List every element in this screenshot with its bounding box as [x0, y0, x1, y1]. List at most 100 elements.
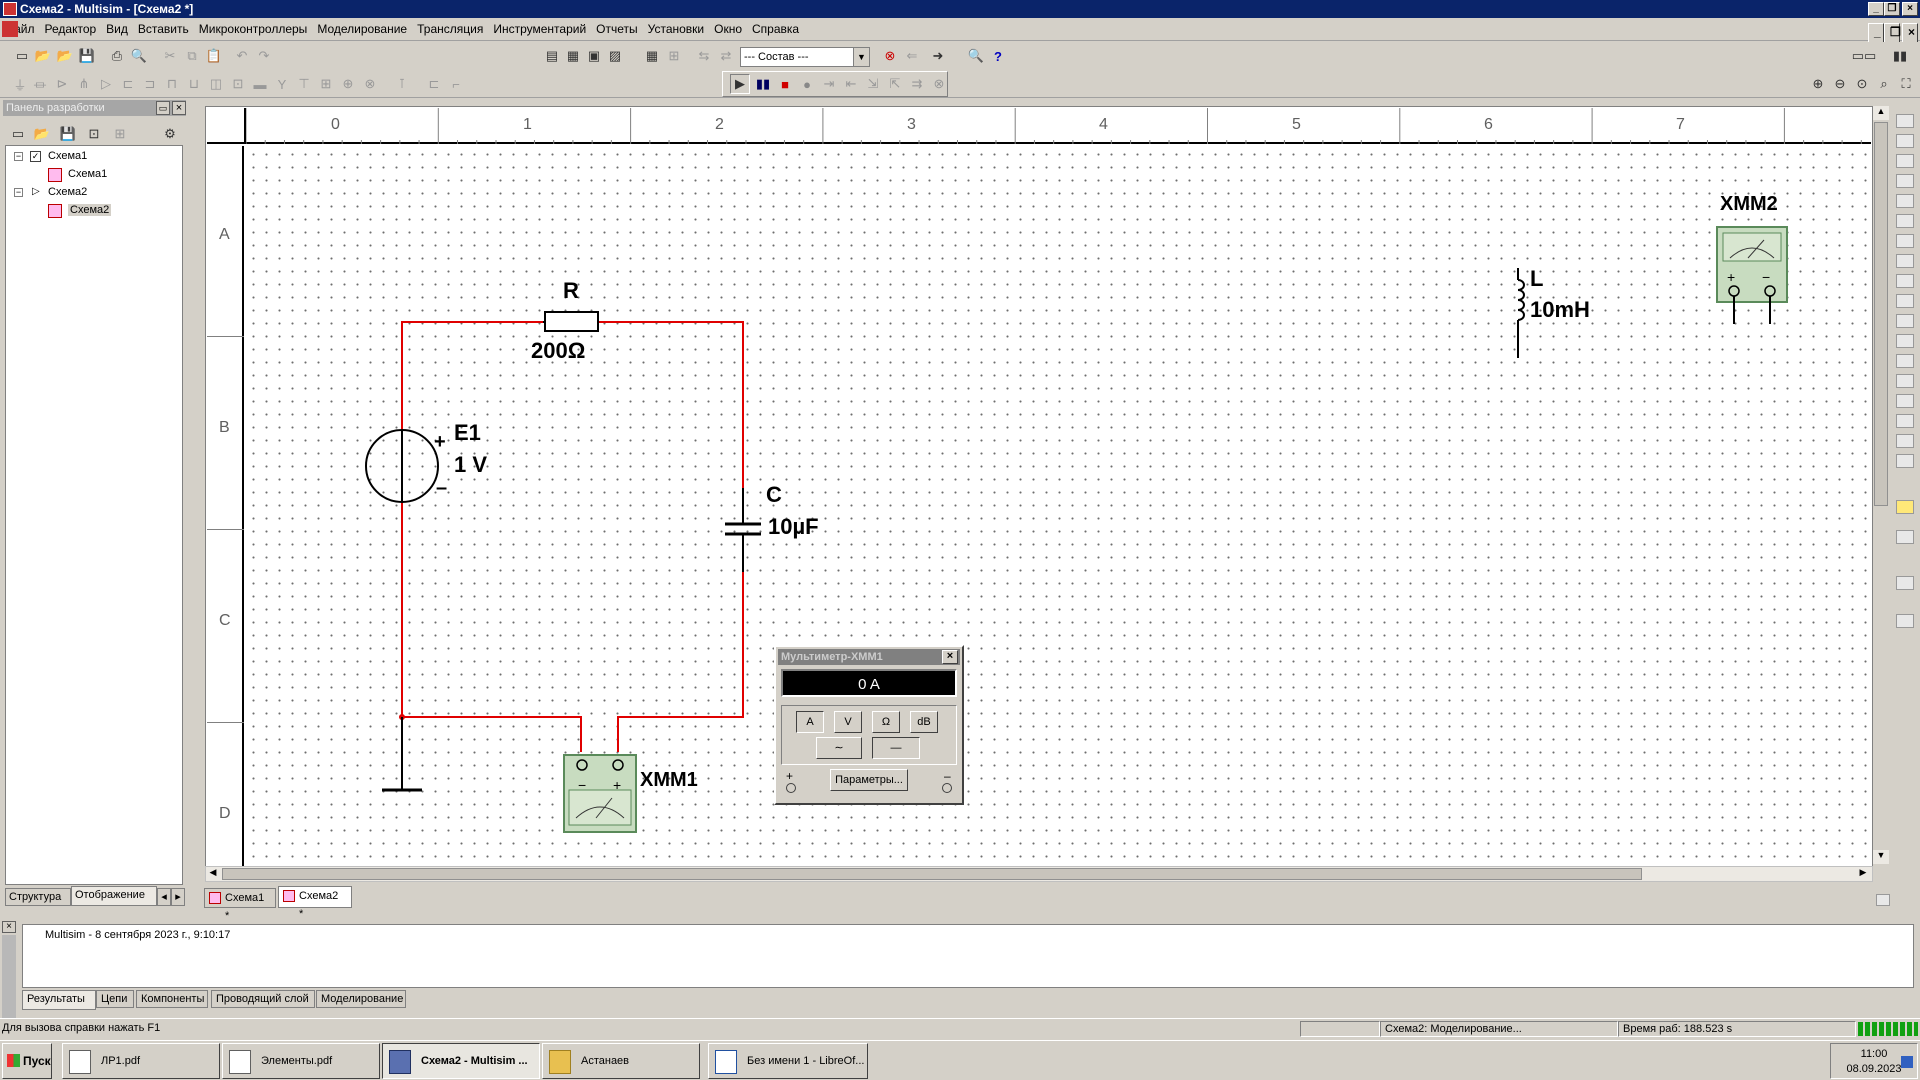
place-misc-icon[interactable]: ▬	[253, 76, 267, 92]
zoom-in-icon[interactable]: ⊕	[1812, 76, 1824, 91]
wattmeter-tool-icon[interactable]	[1896, 154, 1914, 168]
show-desktop-icon[interactable]	[1901, 1056, 1913, 1068]
menu-mcu[interactable]: Микроконтроллеры	[198, 22, 308, 36]
function-generator-tool-icon[interactable]	[1896, 134, 1914, 148]
print-preview-icon[interactable]: 🔍	[130, 48, 148, 63]
terminal-plus-icon[interactable]	[786, 783, 796, 793]
capacitor-name[interactable]: C	[766, 482, 782, 507]
menu-tools[interactable]: Инструментарий	[493, 22, 587, 36]
measurement-probe-tool-icon[interactable]	[1896, 576, 1914, 590]
place-mcu-icon[interactable]: ⊞	[320, 76, 332, 91]
database-icon[interactable]: ▣	[587, 48, 601, 63]
inductor-name[interactable]: L	[1530, 266, 1544, 291]
agilent-scope-tool-icon[interactable]	[1896, 434, 1914, 448]
tab-scroll-right-icon[interactable]: ▸	[171, 888, 185, 906]
menu-simulate[interactable]: Моделирование	[317, 22, 408, 36]
task-lr1-pdf[interactable]: ЛР1.pdf	[62, 1043, 220, 1079]
postprocessor-icon[interactable]: ▦	[645, 48, 659, 63]
mode-voltmeter-button[interactable]: V	[834, 711, 862, 733]
place-indicator-icon[interactable]: ◫	[209, 76, 223, 91]
task-folder[interactable]: Астанаев	[542, 1043, 700, 1079]
menu-insert[interactable]: Вставить	[137, 22, 189, 36]
tab-structure[interactable]: Структура	[5, 888, 71, 906]
place-hierarchical-icon[interactable]: ⊺	[398, 76, 406, 91]
task-libreoffice[interactable]: Без имени 1 - LibreOf...	[708, 1043, 868, 1079]
labview-tool-icon[interactable]	[1896, 500, 1914, 514]
place-rf-icon[interactable]: Y	[277, 76, 287, 92]
probe-tool-icon[interactable]	[1896, 614, 1914, 628]
meter2-name[interactable]: XMM2	[1720, 193, 1778, 215]
tree-item-design1[interactable]: Схема1	[48, 150, 88, 162]
current-probe-tool-icon[interactable]	[1896, 530, 1914, 544]
mode-db-button[interactable]: dB	[910, 711, 938, 733]
checkbox-icon[interactable]: ✓	[30, 151, 41, 162]
place-power-icon[interactable]: ⊡	[232, 76, 244, 91]
grapher-icon[interactable]: ▨	[608, 48, 622, 63]
transfer-icon[interactable]: ➜	[932, 48, 944, 63]
bode-plotter-tool-icon[interactable]	[1896, 214, 1914, 228]
place-connector-icon[interactable]: ⊗	[364, 76, 376, 91]
breakpoint-icon[interactable]: ●	[803, 76, 811, 92]
scroll-up-icon[interactable]: ▲	[1873, 106, 1889, 120]
place-advanced-icon[interactable]: ⊕	[342, 76, 354, 91]
oscilloscope-tool-icon[interactable]	[1896, 174, 1914, 188]
sheet-tabs-options-icon[interactable]	[1876, 894, 1890, 906]
place-source-icon[interactable]: ⏚	[13, 77, 27, 93]
new-design-icon[interactable]: ▭	[11, 126, 25, 141]
schematic-grid[interactable]	[247, 148, 1869, 866]
save-design-icon[interactable]: 💾	[59, 126, 77, 141]
logic-analyzer-tool-icon[interactable]	[1896, 274, 1914, 288]
mode-ammeter-button[interactable]: A	[796, 711, 824, 733]
results-close-icon[interactable]: ×	[2, 921, 16, 933]
hscroll-thumb[interactable]	[222, 868, 1642, 880]
menu-help[interactable]: Справка	[752, 22, 800, 36]
new-icon[interactable]: ▭	[15, 48, 29, 63]
tab-sheet1[interactable]: Схема1 *	[204, 888, 276, 922]
settings-button[interactable]: Параметры...	[830, 769, 908, 791]
vertical-scrollbar[interactable]: ▲ ▼	[1873, 106, 1889, 866]
zoom-fit-icon[interactable]: ⌕	[1880, 76, 1888, 91]
step-icon[interactable]: ⇥	[823, 76, 835, 91]
erc-icon[interactable]: ⊞	[668, 48, 680, 63]
inductor-value[interactable]: 10mH	[1530, 297, 1590, 322]
toggle-breakpoint-icon[interactable]: ⊗	[933, 76, 945, 91]
step-over-icon[interactable]: ⇤	[845, 76, 857, 91]
chevron-down-icon[interactable]: ▼	[853, 48, 869, 66]
close-button[interactable]: ×	[1902, 2, 1918, 16]
menu-window[interactable]: Окно	[714, 22, 743, 36]
tree-item-design2[interactable]: Схема2	[48, 186, 88, 198]
copy-icon[interactable]: ⧉	[187, 48, 197, 63]
zoom-area-icon[interactable]: ⊙	[1856, 76, 1868, 91]
panel-close-icon[interactable]: ×	[172, 101, 186, 115]
mode-ohmmeter-button[interactable]: Ω	[872, 711, 900, 733]
doc-icon[interactable]	[2, 21, 18, 37]
menu-view[interactable]: Вид	[106, 22, 128, 36]
ac-mode-button[interactable]: ∼	[816, 737, 862, 759]
save-icon[interactable]: 💾	[78, 48, 96, 63]
probe-icon[interactable]: ⊗	[884, 48, 896, 63]
restore-button[interactable]: ❐	[1884, 2, 1900, 16]
cut-icon[interactable]: ✂	[164, 48, 176, 63]
word-generator-tool-icon[interactable]	[1896, 254, 1914, 268]
step-out-icon[interactable]: ⇱	[889, 76, 901, 91]
zoom-out-icon[interactable]: ⊖	[1834, 76, 1846, 91]
panel-dock-icon[interactable]: ▭	[156, 101, 170, 115]
resistor-value[interactable]: 200Ω	[531, 338, 586, 363]
menu-edit[interactable]: Редактор	[44, 22, 97, 36]
scroll-down-icon[interactable]: ▼	[1873, 850, 1889, 864]
agilent-multimeter-tool-icon[interactable]	[1896, 414, 1914, 428]
place-transistor-icon[interactable]: ⋔	[78, 76, 90, 91]
scroll-left-icon[interactable]: ◀	[209, 867, 217, 877]
terminal-minus-icon[interactable]	[942, 783, 952, 793]
tektronix-scope-tool-icon[interactable]	[1896, 454, 1914, 468]
stop-icon[interactable]: ■	[781, 76, 789, 92]
open-icon[interactable]: 📂	[34, 48, 52, 63]
place-ttl-icon[interactable]: ⊏	[122, 76, 134, 91]
paste-icon[interactable]: 📋	[205, 48, 223, 63]
tab-visibility[interactable]: Отображение	[71, 886, 157, 906]
task-elements-pdf[interactable]: Элементы.pdf	[222, 1043, 380, 1079]
iv-analyzer-tool-icon[interactable]	[1896, 314, 1914, 328]
print-icon[interactable]: ⎙	[111, 48, 123, 63]
menu-reports[interactable]: Отчеты	[596, 22, 638, 36]
hierarchy-icon[interactable]: ⊞	[114, 126, 126, 141]
